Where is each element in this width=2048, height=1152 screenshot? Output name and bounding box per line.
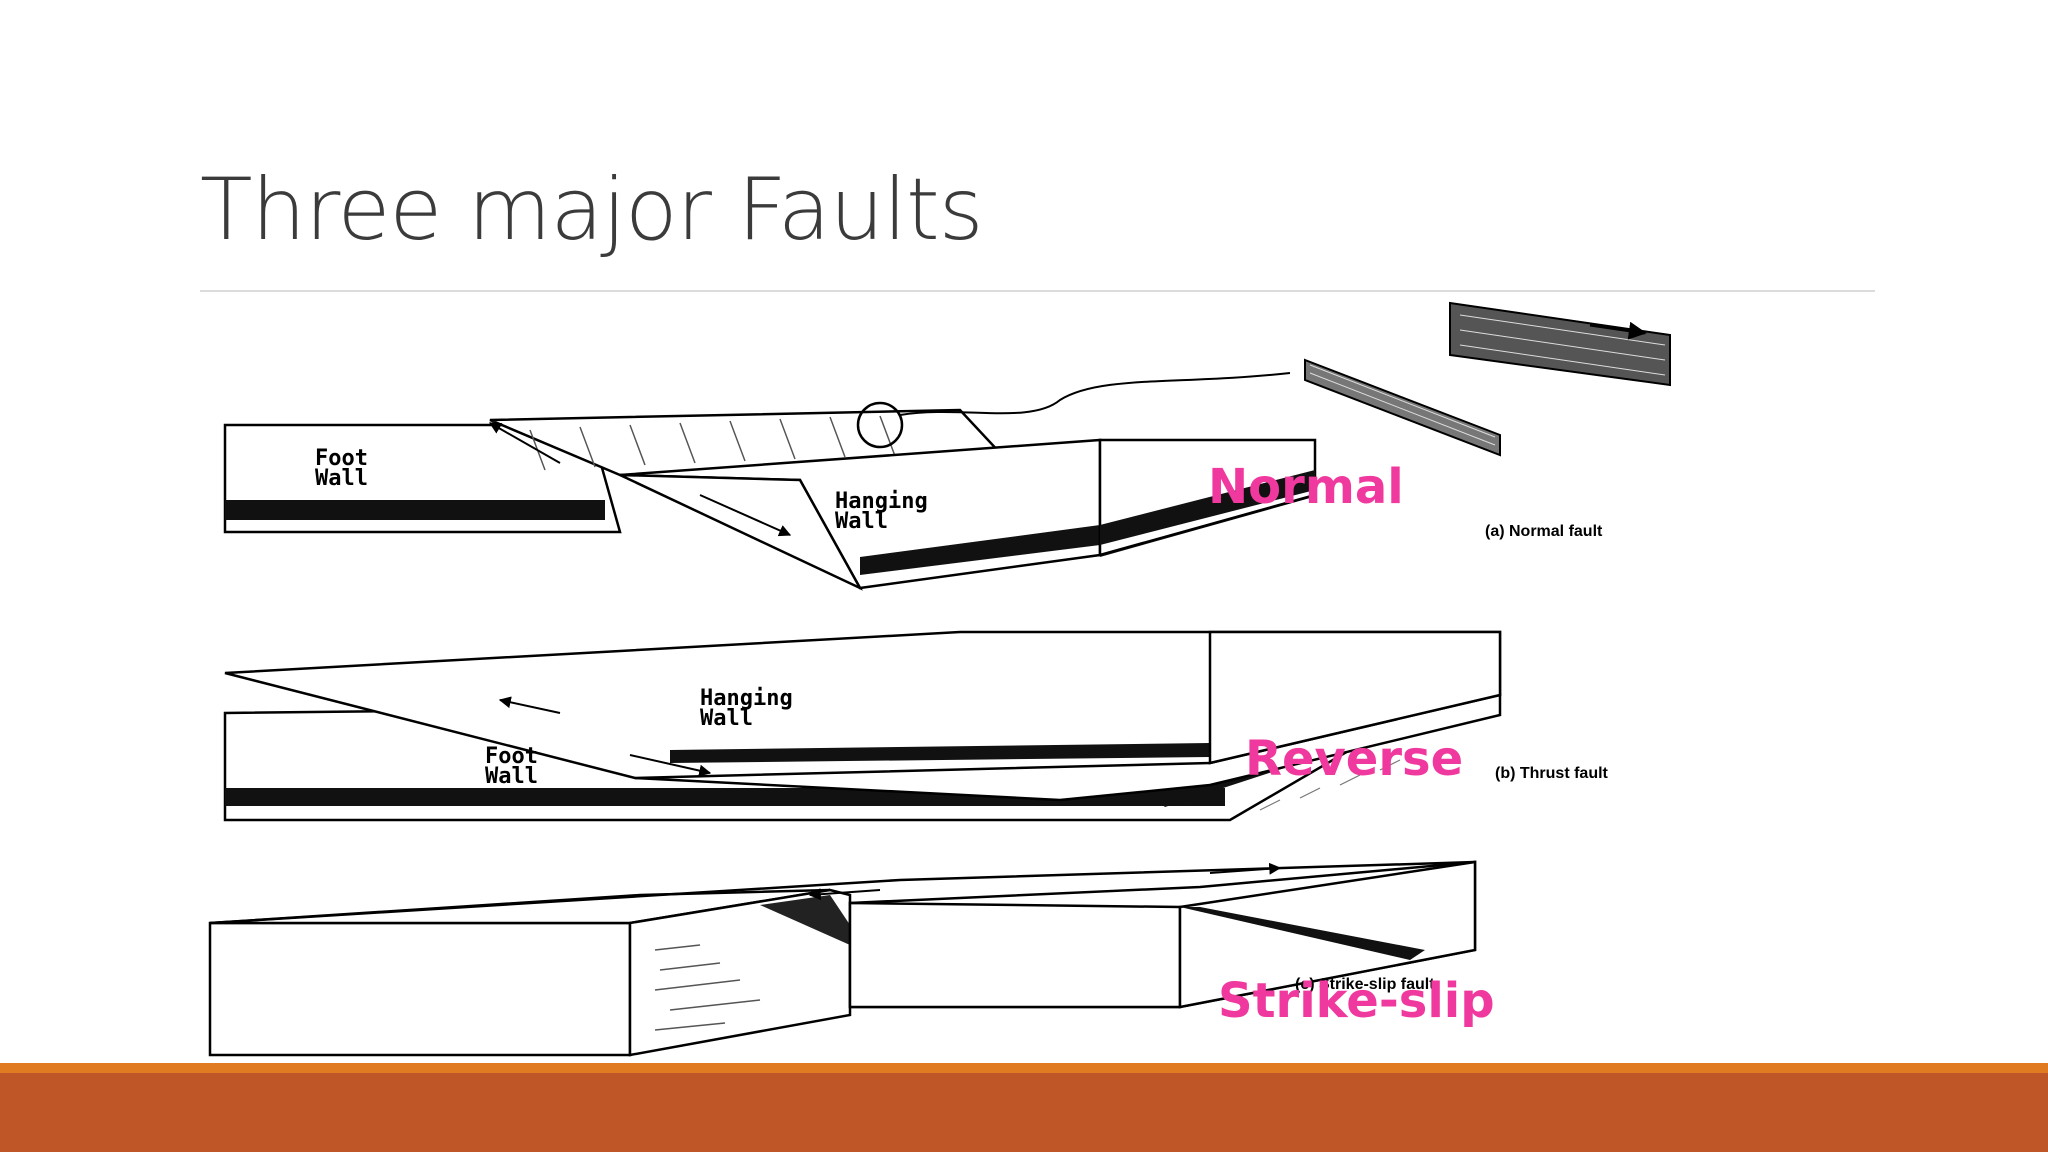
strike-slip-label: Strike-slip [1218, 973, 1495, 1029]
thrust-fault-labels: Hanging Wall Foot Wall [485, 686, 793, 789]
normal-fault-labels: Foot Wall Hanging Wall [315, 446, 928, 534]
fault-diagram: Foot Wall Hanging Wall (a) Normal fault … [200, 295, 1740, 1065]
reverse-label: Reverse [1245, 731, 1463, 787]
normal-label: Normal [1208, 459, 1404, 515]
normal-foot-wall-line2: Wall [315, 466, 368, 491]
normal-hanging-wall-line2: Wall [835, 509, 888, 534]
footer-bar [0, 1073, 2048, 1152]
strike-slip-fault-caption: (c) Strike-slip fault [1295, 976, 1435, 993]
thrust-hanging-wall-line2: Wall [700, 706, 753, 731]
normal-fault-block [223, 372, 1317, 591]
slide-title: Three major Faults [200, 160, 984, 260]
normal-fault-caption: (a) Normal fault [1485, 523, 1603, 540]
thrust-foot-wall-line1: Foot [485, 744, 538, 769]
thrust-fault-caption: (b) Thrust fault [1495, 765, 1609, 782]
thrust-foot-wall-line2: Wall [485, 764, 538, 789]
title-divider [200, 290, 1875, 292]
thrust-hanging-wall-line1: Hanging [700, 686, 793, 711]
normal-hanging-wall-line1: Hanging [835, 489, 928, 514]
strike-slip-fault-block [208, 860, 1477, 1057]
footer-accent-stripe [0, 1063, 2048, 1073]
normal-foot-wall-line1: Foot [315, 446, 368, 471]
thrust-fault-block [223, 630, 1502, 822]
normal-fault-inset-icon [1304, 301, 1671, 457]
